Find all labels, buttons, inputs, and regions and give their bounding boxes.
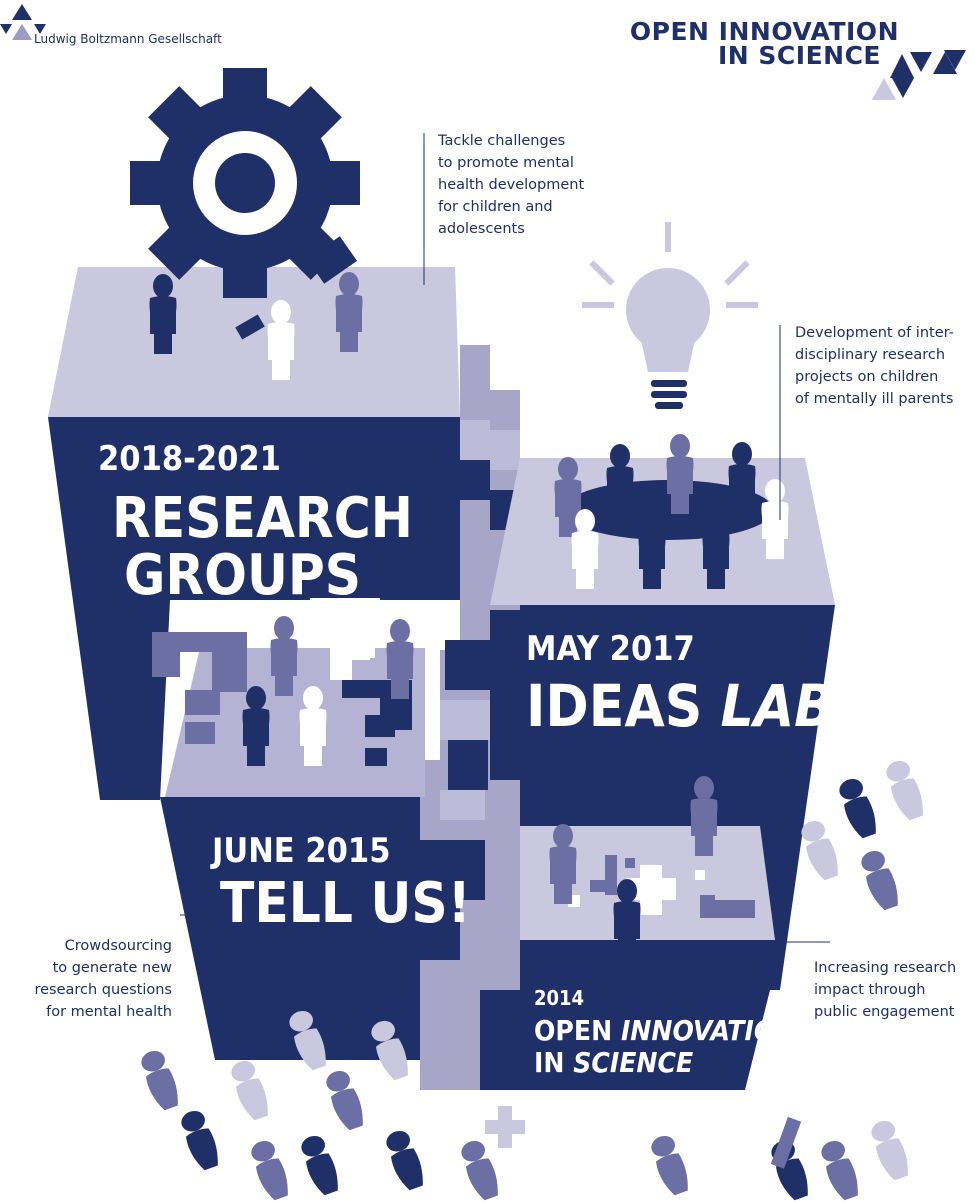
ois-triangle-icon — [890, 54, 914, 78]
crowd — [138, 757, 928, 1202]
caption-tell-us: Crowdsourcing to generate new research q… — [34, 938, 172, 1020]
plus-sign-icon — [568, 855, 755, 918]
ois-triangle-icon — [933, 52, 957, 74]
lbg-triangle-icon — [12, 24, 32, 40]
step-title: OPEN INNOVATION — [534, 1014, 796, 1047]
step-title: GROUPS — [124, 543, 361, 608]
ois-triangle-icon — [910, 52, 932, 72]
svg-text:to generate new: to generate new — [53, 960, 173, 976]
svg-text:Tackle challenges: Tackle challenges — [437, 133, 565, 149]
step-date: MAY 2017 — [526, 629, 695, 669]
step-ideas-lab: MAY 2017 IDEAS LAB — [526, 629, 834, 740]
ois-logo-line2: IN SCIENCE — [718, 41, 881, 70]
step-date: JUNE 2015 — [210, 831, 390, 871]
step-title: RESEARCH — [112, 486, 413, 551]
svg-text:research questions: research questions — [34, 982, 172, 998]
svg-text:for mental health: for mental health — [46, 1004, 172, 1020]
gear-icon — [130, 68, 360, 298]
svg-text:of mentally ill parents: of mentally ill parents — [795, 391, 953, 407]
step-date: 2018-2021 — [98, 439, 281, 479]
svg-text:public engagement: public engagement — [814, 1004, 955, 1020]
tell-us-block — [160, 797, 470, 1060]
ois-triangle-icon — [944, 50, 966, 70]
svg-text:for children and: for children and — [438, 199, 553, 215]
step-title: IN SCIENCE — [534, 1046, 693, 1079]
svg-text:disciplinary research: disciplinary research — [795, 347, 945, 363]
svg-text:projects on children: projects on children — [795, 369, 938, 385]
caption-ideas-lab: Development of inter- disciplinary resea… — [795, 325, 954, 407]
step-title: IDEAS LAB — [526, 672, 834, 740]
svg-text:to promote mental: to promote mental — [438, 155, 574, 171]
lightbulb-icon — [582, 222, 758, 409]
step-research-groups: 2018-2021 RESEARCH GROUPS — [98, 439, 413, 608]
step-title: TELL US! — [220, 871, 471, 936]
svg-text:adolescents: adolescents — [438, 221, 525, 237]
step-date: 2014 — [534, 986, 584, 1010]
people-ideas-lab — [554, 434, 789, 589]
caption-ois-2014: Increasing research impact through publi… — [814, 960, 956, 1020]
svg-text:health development: health development — [438, 177, 584, 193]
lbg-name: Ludwig Boltzmann Gesellschaft — [34, 32, 222, 46]
ois-2014-block — [420, 990, 770, 1090]
caption-research-groups: Tackle challenges to promote mental heal… — [437, 133, 584, 237]
question-mark-icon — [152, 598, 412, 766]
ois-triangle-icon — [892, 78, 914, 98]
svg-text:Increasing research: Increasing research — [814, 960, 956, 976]
ois-logo: OPEN INNOVATION IN SCIENCE — [630, 17, 966, 100]
svg-text:impact through: impact through — [814, 982, 925, 998]
ois-triangle-icon — [872, 78, 896, 100]
ois-logo-line1: OPEN INNOVATION — [630, 17, 899, 46]
svg-text:Crowdsourcing: Crowdsourcing — [65, 938, 172, 954]
lbg-triangle-icon — [0, 24, 12, 34]
step-tell-us: JUNE 2015 TELL US! — [210, 831, 471, 936]
lbg-triangle-icon — [34, 24, 46, 34]
lbg-logo: Ludwig Boltzmann Gesellschaft — [0, 4, 222, 46]
lbg-triangle-icon — [12, 4, 32, 20]
svg-text:Development of inter-: Development of inter- — [795, 325, 954, 341]
people-research-groups — [149, 236, 363, 380]
step-open-innovation: 2014 OPEN INNOVATION IN SCIENCE — [534, 986, 796, 1079]
research-groups-block — [48, 417, 460, 800]
